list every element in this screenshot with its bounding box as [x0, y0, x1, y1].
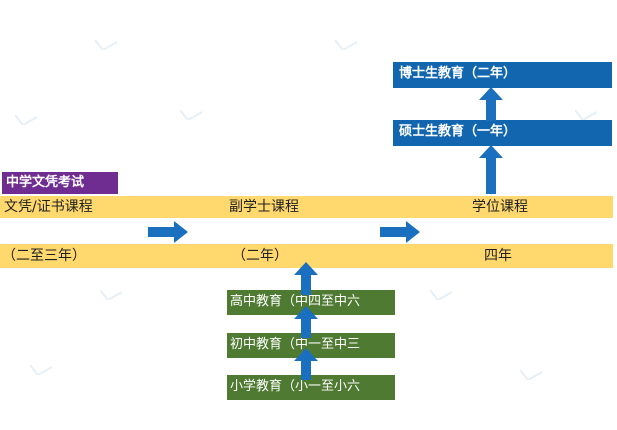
doctoral-education-box: 博士生教育（二年）: [393, 62, 612, 88]
watermark-mark: [180, 110, 202, 120]
associate-programme-label: 副学士课程: [229, 199, 299, 215]
arrow-right-icon: [380, 221, 420, 243]
masters-education-label: 硕士生教育（一年）: [399, 124, 517, 139]
arrow-up-icon: [479, 145, 503, 194]
arrow-up-icon: [479, 87, 503, 121]
watermark-mark: [335, 40, 357, 50]
degree-programme-label: 学位课程: [472, 199, 528, 215]
arrow-up-icon: [294, 262, 318, 295]
watermark-mark: [430, 290, 452, 300]
watermark-mark: [95, 40, 117, 50]
diploma-programme-label: 文凭/证书课程: [4, 199, 93, 215]
watermark-mark: [100, 290, 122, 300]
watermark-mark: [30, 365, 52, 375]
arrow-up-icon: [294, 348, 318, 380]
programme-band: 文凭/证书课程 副学士课程 学位课程: [0, 196, 613, 218]
senior-secondary-label: 高中教育（中四至中六: [230, 294, 361, 309]
credential-badge: 中学文凭考试: [2, 172, 118, 194]
primary-education-box: 小学教育（小一至小六: [227, 375, 395, 400]
watermark-mark: [575, 110, 597, 120]
associate-duration-label: （二年）: [232, 248, 288, 264]
watermark-mark: [15, 115, 37, 125]
credential-badge-label: 中学文凭考试: [6, 175, 85, 190]
primary-education-label: 小学教育（小一至小六: [230, 379, 361, 394]
doctoral-education-label: 博士生教育（二年）: [399, 66, 517, 81]
diploma-duration-label: （二至三年）: [2, 248, 86, 264]
junior-secondary-label: 初中教育（中一至中三: [230, 337, 361, 352]
degree-duration-label: 四年: [484, 248, 512, 264]
masters-education-box: 硕士生教育（一年）: [393, 120, 612, 146]
arrow-right-icon: [148, 221, 188, 243]
arrow-up-icon: [294, 306, 318, 338]
watermark-mark: [520, 370, 542, 380]
